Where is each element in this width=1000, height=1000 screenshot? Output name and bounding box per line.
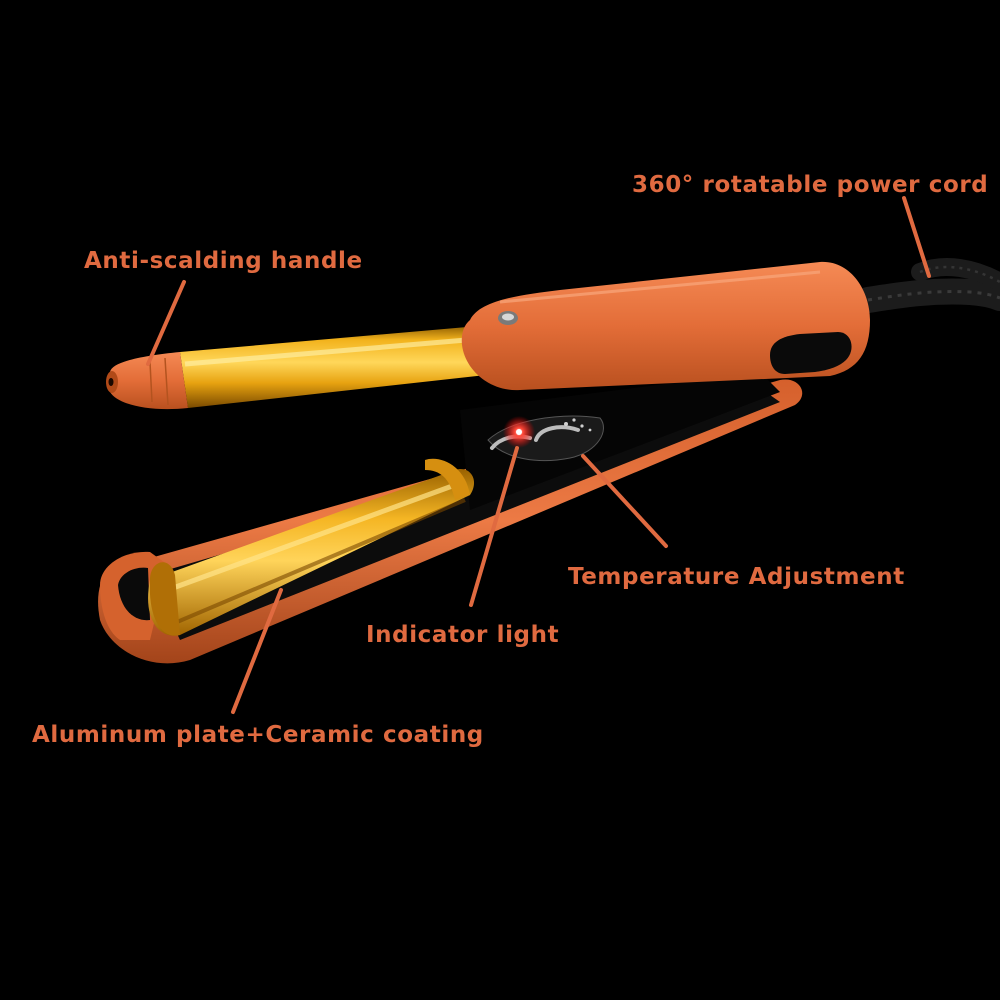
indicator-led	[503, 416, 535, 448]
crimper-plates	[148, 458, 475, 636]
callout-power-cord: 360° rotatable power cord	[632, 172, 989, 198]
callout-indicator-light: Indicator light	[366, 622, 560, 648]
callout-temperature-adjustment: Temperature Adjustment	[568, 564, 905, 590]
leader-plate	[231, 588, 283, 714]
leader-indicator	[469, 446, 519, 607]
upper-barrel	[180, 324, 505, 408]
callout-anti-scalding-handle: Anti-scalding handle	[84, 248, 363, 274]
leader-handle	[146, 280, 186, 366]
power-cord	[855, 258, 1000, 313]
leader-temperature	[581, 454, 668, 548]
upper-handle	[461, 261, 870, 391]
callout-lines	[146, 196, 931, 714]
anti-scalding-tip	[106, 352, 188, 410]
callout-aluminum-plate: Aluminum plate+Ceramic coating	[32, 722, 484, 748]
leader-power-cord	[902, 196, 931, 278]
